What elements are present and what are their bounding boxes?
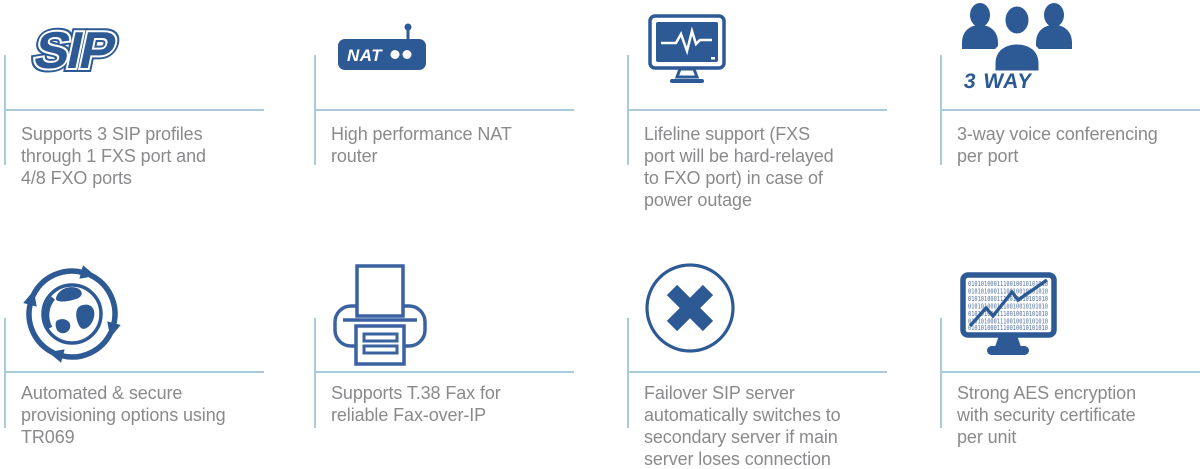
encryption-monitor-icon: 0101010001110010010101010 01010100011100… — [960, 272, 1057, 355]
svg-text:0101010001110010010101010: 0101010001110010010101010 — [968, 310, 1048, 318]
feature-card-3way: 3 WAY 3-way voice conferencing per port — [900, 0, 1200, 235]
feature-card-provisioning: Automated & secure provisioning options … — [0, 235, 300, 469]
divider-vertical — [940, 318, 942, 428]
divider-horizontal — [940, 109, 1200, 111]
svg-text:NAT: NAT — [347, 46, 383, 65]
conference-people-icon — [962, 1, 1072, 76]
failover-x-circle-icon — [645, 263, 735, 353]
svg-text:SIP: SIP — [29, 22, 120, 80]
svg-text:0101010001110010010101010: 0101010001110010010101010 — [968, 280, 1048, 288]
feature-card-sip: SIP SIP SIP Supports 3 SIP profiles thro… — [0, 0, 300, 235]
divider-vertical — [627, 318, 629, 428]
feature-description: Lifeline support (FXS port will be hard-… — [644, 124, 834, 210]
divider-vertical — [4, 318, 6, 428]
feature-card-failover: Failover SIP server automatically switch… — [600, 235, 900, 469]
divider-horizontal — [627, 109, 887, 111]
svg-text:0101010001110010010101010: 0101010001110010010101010 — [968, 324, 1048, 332]
svg-text:0101010001110010010101010: 0101010001110010010101010 — [968, 303, 1048, 311]
divider-horizontal — [940, 371, 1200, 373]
sip-logo-icon: SIP SIP SIP — [25, 18, 124, 84]
feature-card-nat: NAT High performance NAT router — [300, 0, 600, 235]
feature-description: Strong AES encryption with security cert… — [957, 383, 1137, 447]
divider-horizontal — [314, 371, 574, 373]
svg-text:0101010001110010010101010: 0101010001110010010101010 — [968, 288, 1048, 296]
svg-text:SIP: SIP — [29, 22, 120, 80]
divider-horizontal — [4, 371, 264, 373]
feature-description: Supports T.38 Fax for reliable Fax-over-… — [331, 383, 501, 425]
divider-horizontal — [4, 109, 264, 111]
feature-card-fax: Supports T.38 Fax for reliable Fax-over-… — [300, 235, 600, 469]
fax-printer-icon — [333, 264, 427, 366]
lifeline-monitor-icon — [648, 14, 726, 83]
feature-description: 3-way voice conferencing per port — [957, 124, 1158, 166]
divider-horizontal — [627, 371, 887, 373]
divider-horizontal — [314, 109, 574, 111]
divider-vertical — [314, 318, 316, 428]
feature-description: Supports 3 SIP profiles through 1 FXS po… — [21, 124, 206, 188]
svg-text:0101010001110010010101010: 0101010001110010010101010 — [968, 318, 1048, 326]
feature-card-encryption: 0101010001110010010101010 01010100011100… — [900, 235, 1200, 469]
feature-description: Automated & secure provisioning options … — [21, 383, 226, 447]
threeway-label: 3 WAY — [962, 70, 1035, 93]
feature-card-lifeline: Lifeline support (FXS port will be hard-… — [600, 0, 900, 235]
provisioning-globe-icon — [20, 262, 124, 366]
nat-router-icon: NAT — [338, 23, 426, 70]
svg-text:SIP: SIP — [29, 22, 120, 80]
feature-description: High performance NAT router — [331, 124, 512, 166]
feature-description: Failover SIP server automatically switch… — [644, 383, 841, 469]
